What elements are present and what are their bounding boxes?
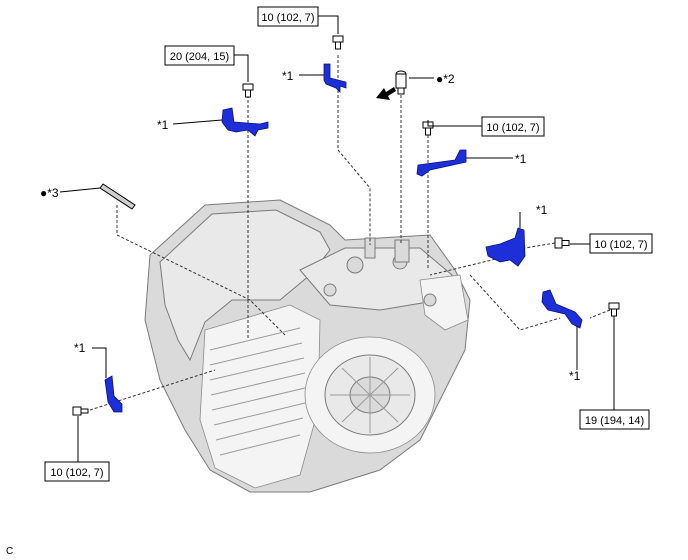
bolt-bottom-left [72, 406, 89, 416]
torque-text: 10 (102, 7) [50, 467, 103, 479]
arrow-icon [376, 87, 396, 100]
torque-label-top-left: 20 (204, 15) [164, 45, 235, 66]
torque-label-bottom-left: 10 (102, 7) [44, 461, 110, 482]
callout-bracket-right-upper: *1 [515, 152, 527, 166]
bracket-right-middle [485, 227, 526, 267]
housing-fins [209, 327, 306, 456]
torque-text: 10 (102, 7) [261, 12, 314, 24]
callout-bracket-top-left: *1 [157, 118, 169, 132]
callout-harness-clamp: ●*3 [40, 186, 59, 200]
speed-sensor [395, 70, 407, 95]
bolt-top-left [242, 83, 254, 98]
torque-text: 19 (194, 14) [585, 415, 644, 427]
bracket-left-lower [104, 375, 123, 413]
bracket-top-left [221, 107, 269, 137]
torque-text: 20 (204, 15) [170, 51, 229, 63]
torque-text: 10 (102, 7) [594, 239, 647, 251]
torque-label-right-middle: 10 (102, 7) [589, 233, 653, 254]
bracket-right-upper [416, 149, 467, 177]
transaxle-housing [144, 199, 471, 493]
callout-bracket-right-middle: *1 [536, 203, 548, 217]
callout-sensor: ●*2 [436, 72, 455, 86]
bolt-top-center [332, 35, 344, 50]
torque-label-right-lower: 19 (194, 14) [579, 409, 650, 430]
bolt-right-lower [608, 302, 620, 317]
harness-clamp [99, 183, 136, 210]
bracket-top-center [323, 63, 347, 93]
bracket-right-lower [541, 289, 583, 329]
callout-bracket-left-lower: *1 [74, 341, 86, 355]
figure-code: C [6, 546, 13, 557]
torque-label-right-upper: 10 (102, 7) [481, 116, 545, 137]
callout-bracket-top-center: *1 [282, 69, 294, 83]
torque-text: 10 (102, 7) [486, 122, 539, 134]
callout-bracket-right-lower: *1 [569, 369, 581, 383]
leader-lines [59, 15, 615, 462]
bolt-right-middle [554, 237, 570, 249]
torque-label-top-center: 10 (102, 7) [257, 6, 319, 27]
